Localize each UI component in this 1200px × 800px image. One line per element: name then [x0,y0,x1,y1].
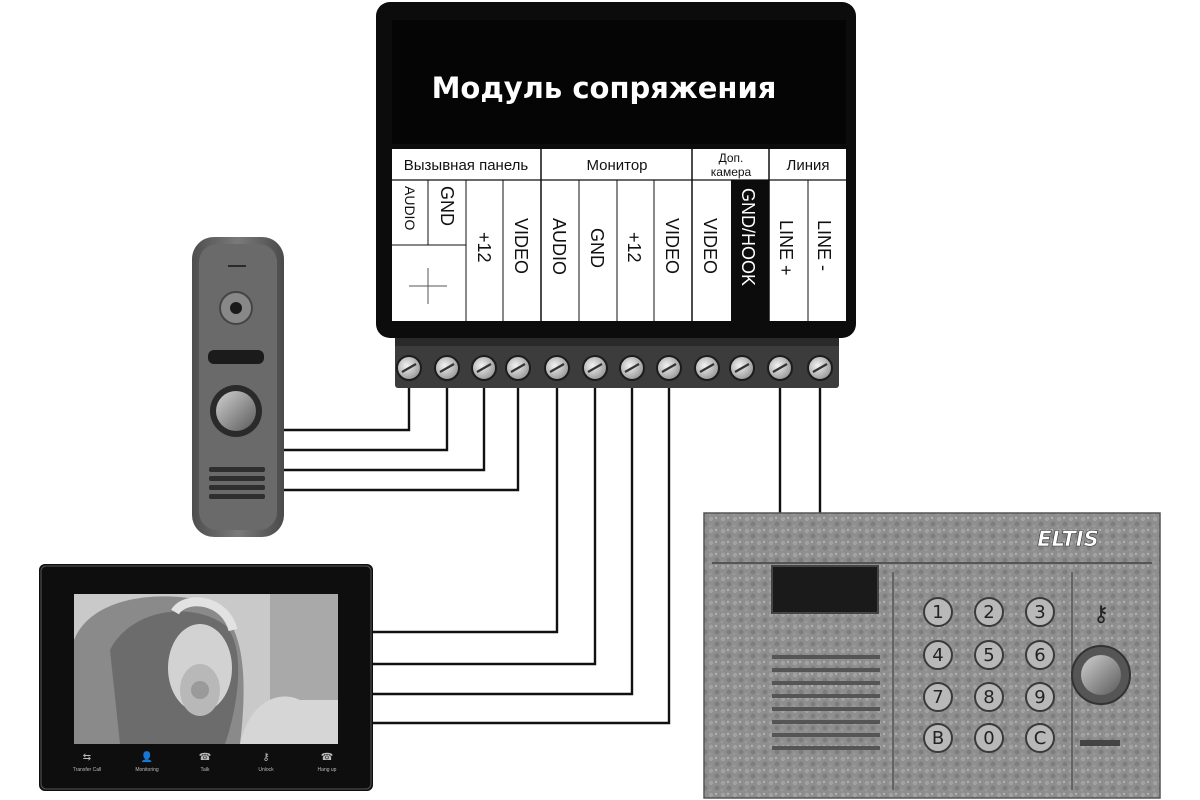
keypad-key-label: 8 [983,687,994,708]
terminal-screw-12[interactable] [807,355,833,381]
module-title-area [392,20,846,144]
group-label-line: Линия [786,157,829,174]
eltis-entrance-panel: ELTIS 1 2 3 4 5 6 7 8 9B 0 C ⚷ [703,512,1161,799]
keypad-key-label: C [1034,728,1047,749]
doorbell-led-slot [208,350,264,364]
hang-up-label: Hang up [318,767,337,773]
person-icon: 👤 [141,750,153,763]
terminal-screw-10[interactable] [729,355,755,381]
terminal-label-panel-gnd: GND [437,186,457,226]
keypad-key-label: 5 [983,645,994,666]
terminal-screw-9[interactable] [694,355,720,381]
terminal-block [395,338,839,388]
hang-up-button[interactable]: ☎ Hang up [318,752,337,773]
keypad-key-5[interactable]: 5 [974,640,1004,670]
wire-monitor-12v [372,384,634,696]
keypad-key-1[interactable]: 1 [923,597,953,627]
group-label-call-panel: Вызывная панель [404,157,529,174]
module-label-panel [392,149,846,321]
keypad-key-label: 0 [983,728,994,749]
terminal-screw-5[interactable] [544,355,570,381]
keypad-key-8[interactable]: 8 [974,682,1004,712]
keypad-key-9[interactable]: 9 [1025,682,1055,712]
keypad-key-label: 7 [932,687,943,708]
video-monitor: ⇆ Transfer Call 👤 Monitoring ☎ Talk ⚷ Un… [39,564,373,791]
terminal-label-monitor-video: VIDEO [662,218,682,274]
wire-monitor-video [372,384,671,725]
unlock-button[interactable]: ⚷ Unlock [258,752,274,773]
keypad-key-c[interactable]: C [1025,723,1055,753]
keypad-key-3[interactable]: 3 [1025,597,1055,627]
terminal-screw-4[interactable] [505,355,531,381]
transfer-icon: ⇆ [83,752,91,763]
keypad-key-label: 1 [932,602,943,623]
monitoring-label: Monitoring [135,767,159,773]
transfer-call-button[interactable]: ⇆ Transfer Call [73,752,101,773]
terminal-label-line-plus: LINE + [776,220,796,276]
terminal-screw-8[interactable] [656,355,682,381]
keypad-key-label: 9 [1034,687,1045,708]
terminal-screw-11[interactable] [767,355,793,381]
terminal-label-panel-video: VIDEO [511,218,531,274]
wires [284,384,822,725]
talk-label: Talk [201,767,210,773]
talk-button[interactable]: ☎ Talk [199,752,211,773]
keypad-key-7[interactable]: 7 [923,682,953,712]
group-label-extra-camera-line1: Доп. [719,151,744,165]
key-icon: ⚷ [262,752,269,763]
doorbell-speaker-grille [209,467,265,499]
panel-display [771,565,879,614]
phone-icon: ☎ [199,752,211,763]
doorbell-call-panel [192,237,284,537]
group-label-monitor: Монитор [586,157,647,174]
terminal-label-monitor-audio: AUDIO [549,218,569,275]
terminal-label-monitor-12v: +12 [624,232,644,263]
monitoring-button[interactable]: 👤 Monitoring [135,750,159,773]
keypad-key-label: 4 [932,645,943,666]
gndhook-cell [731,180,769,321]
wire-doorbell-gnd [284,384,449,452]
keypad-key-6[interactable]: 6 [1025,640,1055,670]
wire-doorbell-12v [284,384,486,472]
terminal-label-camera-video: VIDEO [700,218,720,274]
terminal-label-panel-12v: +12 [474,232,494,263]
monitor-buttons: ⇆ Transfer Call 👤 Monitoring ☎ Talk ⚷ Un… [73,750,337,773]
terminal-label-camera-gndhook: GND/HOOK [738,188,758,286]
keypad-key-label: 3 [1034,602,1045,623]
terminal-screws [396,355,833,381]
group-label-extra-camera-line2: камера [711,165,752,179]
panel-keypad: 1 2 3 4 5 6 7 8 9B 0 C [923,597,1055,753]
module-title: Модуль сопряжения [432,71,777,105]
terminal-screw-2[interactable] [434,355,460,381]
terminal-label-panel-audio: AUDIO [402,186,418,230]
transfer-call-label: Transfer Call [73,767,101,773]
keypad-key-2[interactable]: 2 [974,597,1004,627]
wire-monitor-audio [372,384,559,634]
keypad-key-label: 6 [1034,645,1045,666]
terminal-screw-1[interactable] [396,355,422,381]
keypad-key-b[interactable]: B [923,723,953,753]
terminal-label-monitor-gnd: GND [587,228,607,268]
terminal-screw-3[interactable] [471,355,497,381]
panel-brand: ELTIS [1037,527,1099,551]
terminal-screw-7[interactable] [619,355,645,381]
unlock-label: Unlock [258,767,274,773]
interface-module: Модуль сопряжения Вызывная панель Монито… [376,2,856,388]
keypad-key-label: B [932,728,944,749]
terminal-screw-6[interactable] [582,355,608,381]
wire-doorbell-video [284,384,520,492]
keypad-key-0[interactable]: 0 [974,723,1004,753]
keypad-key-4[interactable]: 4 [923,640,953,670]
wire-monitor-gnd [372,384,597,666]
terminal-label-line-minus: LINE - [814,220,834,271]
hangup-icon: ☎ [321,752,333,763]
keypad-key-label: 2 [983,602,994,623]
panel-speaker-grille [772,655,880,750]
panel-key-icon: ⚷ [1093,601,1109,626]
wire-doorbell-audio [284,384,411,432]
